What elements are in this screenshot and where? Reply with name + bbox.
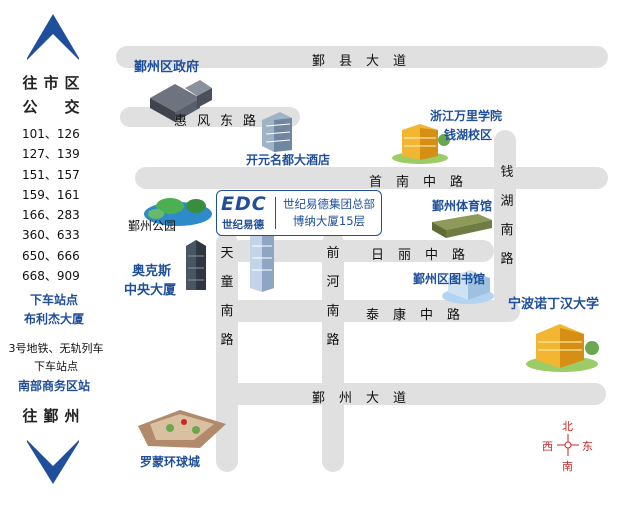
side-title-line1: 往市区 (22, 74, 86, 92)
road-label-huifeng: 惠风东路 (174, 114, 267, 129)
road-label-yinzhou: 鄞州大道 (312, 391, 421, 406)
road-label-qianhe: 前河南路 (326, 246, 340, 348)
bus-number: 633 (56, 228, 80, 243)
edc-logo: EDC (221, 193, 267, 215)
compass-south: 南 (562, 460, 573, 473)
luomeng-mall-icon (138, 410, 226, 448)
bus-number: 139 (56, 147, 80, 162)
bus-row: 159、161 (22, 185, 96, 205)
edc-logo-sub: 世纪易德 (222, 219, 264, 231)
road-label-shounan: 首南中路 (369, 175, 478, 190)
bus-row: 101、126 (22, 124, 96, 144)
bus-number: 101、 (22, 127, 57, 141)
road-yinzhou (226, 383, 606, 405)
road-qianhu (494, 130, 516, 310)
compass-west: 西 (542, 440, 553, 453)
bus-list: 101、126 127、139 151、157 159、161 166、283 … (22, 124, 96, 286)
bus-row: 360、633 (22, 225, 96, 245)
label-aokesi-1: 奥克斯 (132, 264, 172, 279)
down-arrow-icon (27, 440, 79, 484)
bus-number: 283 (56, 208, 80, 223)
bus-number: 126 (56, 127, 80, 141)
gov-building-icon (150, 80, 212, 122)
compass-north: 北 (562, 420, 573, 433)
bus-row: 151、157 (22, 165, 96, 185)
library-icon (442, 270, 494, 304)
nottingham-building-icon (526, 324, 599, 372)
compass-icon (557, 434, 579, 456)
compass-east: 东 (582, 440, 593, 453)
road-label-qianhu: 钱湖南路 (500, 165, 514, 267)
callout-text: 世纪易德集团总部 博纳大厦15层 (277, 196, 381, 230)
bus-number: 668、 (22, 269, 57, 284)
road-label-taikang: 泰康中路 (366, 308, 475, 323)
label-library: 鄞州区图书馆 (413, 272, 486, 286)
bus-number: 166、 (22, 208, 57, 223)
bus-number: 360、 (22, 228, 57, 243)
bus-row: 166、283 (22, 205, 96, 225)
label-aokesi-2: 中央大厦 (124, 283, 177, 298)
road-qianhe (322, 232, 344, 472)
bus-number: 151、 (22, 167, 57, 182)
hq-callout: EDC 世纪易德 世纪易德集团总部 博纳大厦15层 (216, 190, 382, 236)
wanli-building-icon (392, 124, 450, 164)
stop-name-2: 南部商务区站 (17, 379, 90, 393)
bus-number: 157 (56, 167, 80, 182)
side-title-line2: 公 交 (22, 98, 86, 116)
hq-tower-icon (250, 230, 274, 292)
bus-number: 909 (56, 269, 80, 284)
bus-row: 650、666 (22, 246, 96, 266)
label-gov: 鄞州区政府 (134, 60, 200, 75)
bus-number: 159、 (22, 187, 57, 202)
label-park: 鄞州公园 (128, 219, 177, 233)
label-wanli-2: 钱湖校区 (444, 128, 493, 142)
road-network (116, 46, 608, 472)
callout-line2: 博纳大厦15层 (292, 214, 366, 228)
label-wanli-1: 浙江万里学院 (430, 109, 503, 123)
callout-divider (275, 197, 276, 229)
road-taikang (230, 300, 520, 322)
park-icon (144, 198, 212, 226)
stop-label: 下车站点 (29, 293, 78, 307)
road-shounan (135, 167, 608, 189)
label-kaiyuan: 开元名都大酒店 (246, 153, 331, 167)
road-label-rili: 日丽中路 (371, 248, 480, 263)
callout-line1: 世纪易德集团总部 (283, 197, 375, 211)
road-label-yinxian: 鄞县大道 (312, 54, 421, 69)
label-tiyuguan: 鄞州体育馆 (432, 199, 493, 213)
up-arrow-icon (27, 14, 79, 60)
road-yinxian (116, 46, 608, 68)
bus-number: 127、 (22, 147, 57, 162)
bus-number: 666 (56, 248, 80, 263)
stop-name: 布利杰大厦 (23, 312, 84, 326)
bus-row: 668、909 (22, 266, 96, 286)
stadium-icon (432, 214, 492, 238)
road-rili (230, 240, 494, 262)
bottom-title: 往鄞州 (22, 407, 86, 425)
stop-label-2: 下车站点 (34, 360, 78, 373)
hotel-building-icon (262, 112, 292, 152)
bus-number: 161 (56, 187, 80, 202)
bus-number: 650、 (22, 248, 57, 263)
label-luomeng: 罗蒙环球城 (140, 455, 201, 469)
label-nottingham: 宁波诺丁汉大学 (508, 297, 600, 312)
road-tiantong (216, 232, 238, 472)
road-label-tiantong: 天童南路 (220, 246, 234, 348)
aokesi-tower-icon (186, 240, 206, 290)
metro-line-label: 3号地铁、无轨列车 (8, 342, 104, 355)
bus-row: 127、139 (22, 144, 96, 164)
